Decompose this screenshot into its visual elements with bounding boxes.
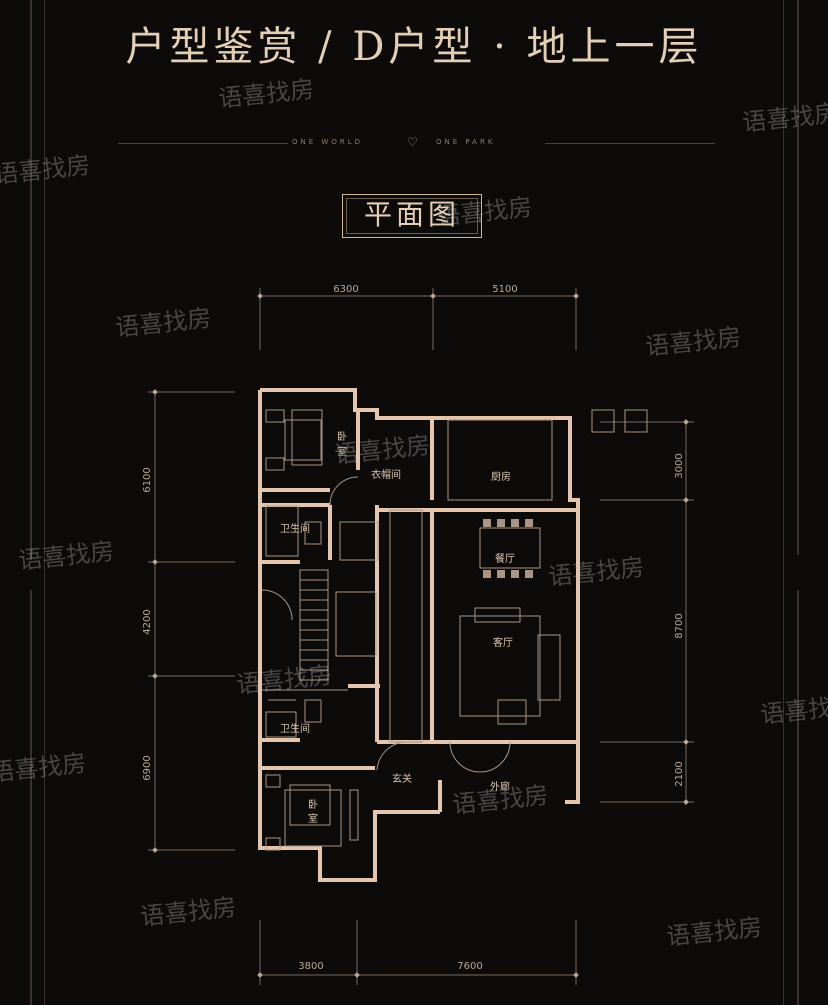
frame-left-lower xyxy=(30,590,32,1005)
frame-right-lower xyxy=(797,590,799,1005)
room-porch: 外廊 xyxy=(490,780,510,793)
furniture xyxy=(261,409,648,851)
room-bedroom-lower-2: 室 xyxy=(308,812,318,825)
frame-right-inner xyxy=(783,0,784,1005)
room-foyer: 玄关 xyxy=(392,772,412,785)
dining-chairs xyxy=(483,519,533,578)
dim-label-left-1: 6100 xyxy=(142,467,153,492)
room-kitchen: 厨房 xyxy=(491,470,511,483)
tagline-left: ONE WORLD xyxy=(292,138,363,146)
dim-label-right-2: 8700 xyxy=(674,613,685,638)
frame-left-outer xyxy=(30,0,32,560)
room-bedroom-upper-2: 室 xyxy=(337,445,347,458)
tagline-rule-right xyxy=(545,143,715,144)
plan-label: 平面图 xyxy=(342,194,482,238)
room-bath-lower: 卫生间 xyxy=(280,722,310,735)
room-dining: 餐厅 xyxy=(495,552,515,565)
room-living: 客厅 xyxy=(493,636,513,649)
tagline-rule-left xyxy=(118,143,288,144)
frame-right-outer xyxy=(797,0,799,555)
page-title: 户型鉴赏 / D户型 · 地上一层 xyxy=(125,24,703,70)
dim-label-top-1: 6300 xyxy=(333,284,358,295)
dim-label-bottom-1: 3800 xyxy=(298,961,323,972)
dim-label-bottom-2: 7600 xyxy=(457,961,482,972)
room-cloakroom: 衣帽间 xyxy=(371,468,401,481)
dim-label-left-2: 4200 xyxy=(142,609,153,634)
dim-label-right-1: 3000 xyxy=(674,453,685,478)
dim-label-top-2: 5100 xyxy=(492,284,517,295)
dim-label-right-3: 2100 xyxy=(674,761,685,786)
dim-label-left-3: 6900 xyxy=(142,755,153,780)
brand-logo-icon: ♡ xyxy=(407,135,418,149)
room-bedroom-lower-1: 卧 xyxy=(308,798,318,811)
tagline-right: ONE PARK xyxy=(436,138,496,146)
room-bedroom-upper-1: 卧 xyxy=(337,430,347,443)
frame-left-inner xyxy=(44,0,45,1005)
room-bath-upper: 卫生间 xyxy=(280,522,310,535)
